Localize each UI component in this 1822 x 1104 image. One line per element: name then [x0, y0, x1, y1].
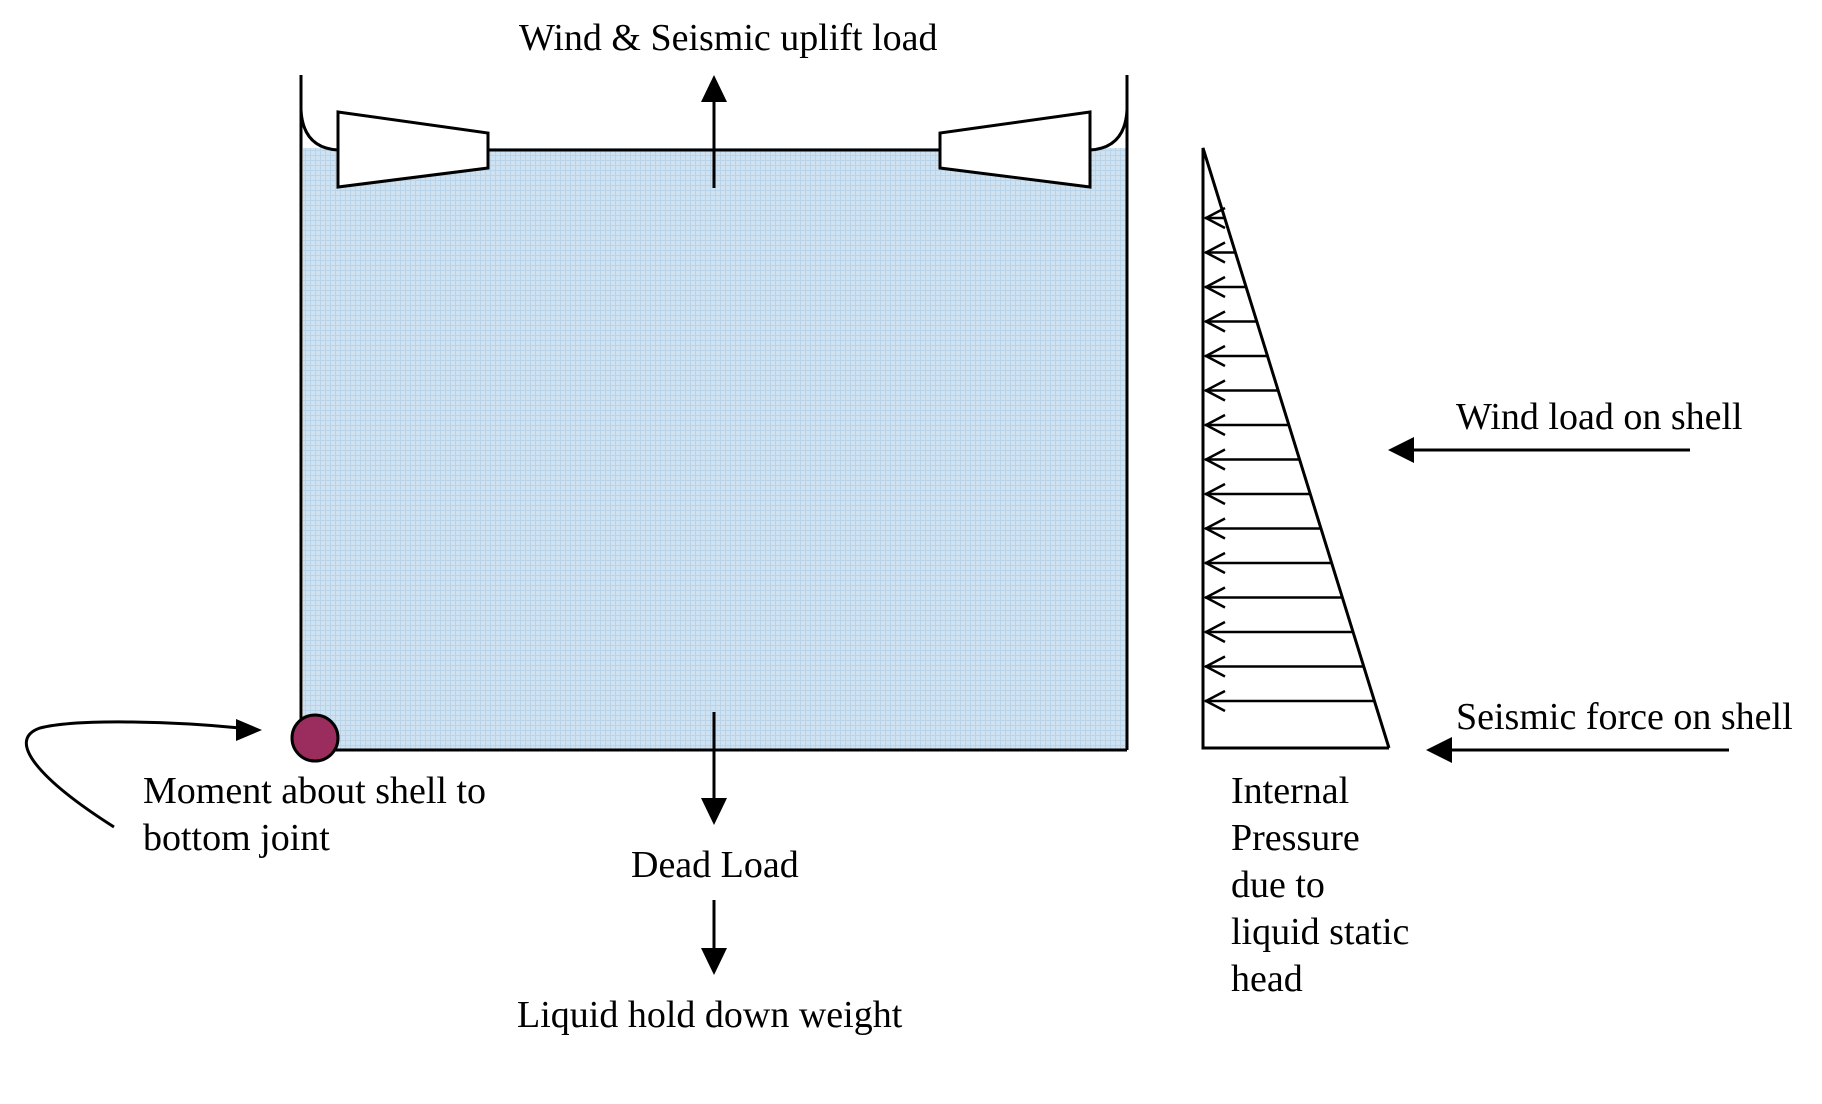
pressure-arrow-head	[1203, 655, 1226, 678]
pressure-label-line1: Internal	[1231, 770, 1349, 812]
hydrostatic-pressure-diagram	[1201, 147, 1391, 750]
liquid-fill	[303, 148, 1127, 749]
pressure-arrow-head	[1203, 586, 1226, 609]
pressure-label-line5: head	[1231, 958, 1303, 1000]
hold-down-label: Liquid hold down weight	[517, 994, 903, 1036]
shell-bottom-joint-marker	[290, 713, 340, 763]
pressure-arrow-head	[1203, 241, 1226, 264]
uplift-label: Wind & Seismic uplift load	[519, 17, 938, 59]
wind-load-arrow	[1388, 437, 1690, 463]
uplift-arrow	[701, 75, 727, 188]
pressure-arrow-head	[1203, 206, 1226, 230]
seismic-force-label: Seismic force on shell	[1456, 696, 1793, 738]
pressure-label-line2: Pressure	[1231, 817, 1360, 859]
pressure-arrows	[1203, 206, 1375, 713]
pressure-arrow-head	[1203, 413, 1226, 437]
left-corner-curve	[299, 109, 339, 152]
pressure-arrow-head	[1203, 689, 1226, 713]
dead-load-label: Dead Load	[631, 844, 799, 886]
hold-down-arrow	[701, 900, 727, 975]
seismic-force-arrow	[1426, 737, 1729, 763]
pressure-arrow-head	[1203, 517, 1226, 540]
left-pontoon	[336, 110, 490, 189]
moment-label-line1: Moment about shell to	[143, 770, 486, 812]
pressure-arrow-head	[1203, 448, 1226, 471]
pressure-arrow-head	[1203, 551, 1226, 575]
pressure-arrow-head	[1203, 620, 1226, 644]
pressure-arrow-head	[1203, 379, 1226, 402]
wind-load-label: Wind load on shell	[1456, 396, 1743, 438]
moment-arrow	[24, 719, 262, 829]
pressure-arrow-head	[1203, 275, 1226, 299]
pressure-arrow-head	[1203, 310, 1226, 333]
moment-label-line2: bottom joint	[143, 817, 330, 859]
pressure-label-line3: due to	[1231, 864, 1325, 906]
right-corner-curve	[1089, 109, 1129, 152]
pressure-arrow-head	[1203, 344, 1226, 368]
pressure-label-line4: liquid static	[1231, 911, 1409, 953]
pressure-arrow-head	[1203, 482, 1226, 506]
right-pontoon	[938, 110, 1092, 189]
dead-load-arrow	[701, 712, 727, 825]
pressure-triangle	[1201, 147, 1391, 750]
